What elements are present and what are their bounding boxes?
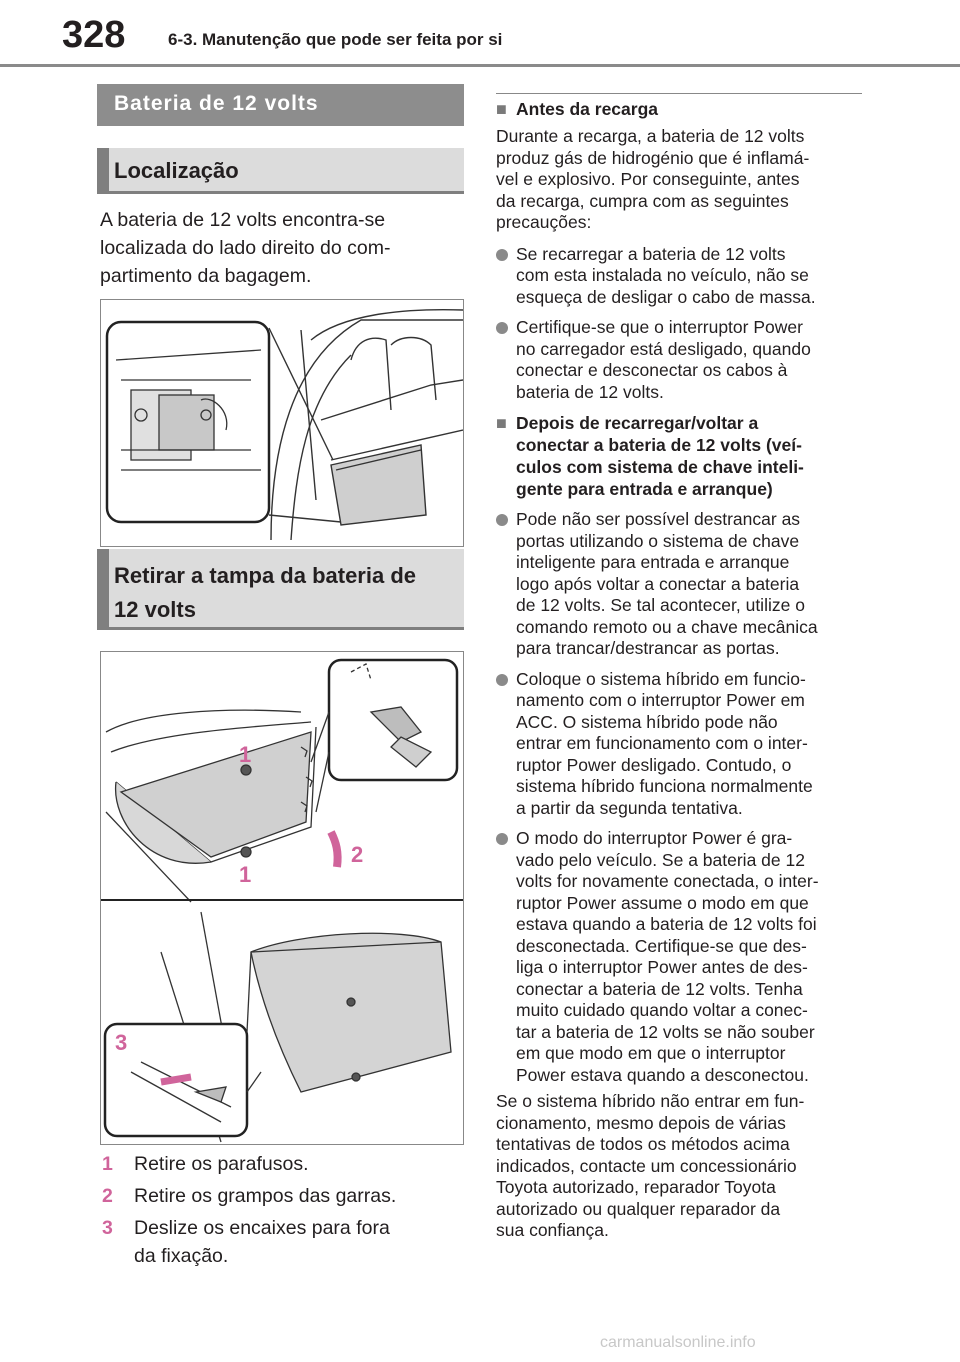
round-bullet-icon — [496, 248, 508, 261]
trunk-battery-drawing — [105, 309, 463, 541]
bullet-power-mode: O modo do interruptor Power é gra-vado p… — [496, 828, 862, 1086]
figure-label-2: 2 — [351, 842, 363, 867]
step-1: 1 Retire os parafusos. — [100, 1150, 460, 1178]
column-divider — [496, 93, 862, 94]
location-heading: Localização — [97, 148, 464, 194]
before-charging-paragraph: Durante a recarga, a bateria de 12 volts… — [496, 126, 810, 232]
before-charging-heading: ■ Antes da recarga — [496, 99, 659, 119]
figure-label-1b: 1 — [239, 862, 251, 887]
contact-dealer-paragraph: Se o sistema híbrido não entrar em fun-c… — [496, 1091, 805, 1240]
remove-heading-line: Retirar a tampa da bateria de — [114, 563, 417, 588]
step-text: Retire os parafusos. — [134, 1153, 309, 1175]
header-divider — [0, 64, 960, 67]
intro-paragraph: A bateria de 12 volts encontra-se locali… — [100, 206, 460, 290]
battery-location-illustration — [100, 299, 464, 547]
step-number: 1 — [102, 1153, 113, 1175]
step-number: 2 — [102, 1185, 113, 1207]
step-text-line: da fixação. — [134, 1245, 229, 1267]
round-bullet-icon — [496, 322, 508, 334]
main-title: Bateria de 12 volts — [97, 84, 464, 126]
section-title: 6-3. Manutenção que pode ser feita por s… — [168, 30, 503, 49]
intro-line: partimento da bagagem. — [100, 265, 312, 287]
cover-removal-drawing: 1 1 2 3 — [101, 658, 463, 1143]
figure-label-3: 3 — [115, 1030, 127, 1055]
step-number: 3 — [102, 1217, 113, 1239]
square-bullet-icon: ■ — [496, 99, 507, 119]
step-2: 2 Retire os grampos das garras. — [100, 1182, 460, 1210]
square-bullet-icon: ■ — [496, 413, 507, 433]
round-bullet-icon — [496, 673, 508, 686]
step-text: Retire os grampos das garras. — [134, 1185, 397, 1207]
step-text: Deslize os encaixes para fora da fixação… — [134, 1214, 390, 1270]
remove-heading-line: 12 volts — [114, 597, 196, 622]
cover-removal-illustration: 1 1 2 3 — [100, 651, 464, 1145]
step-text-line: Deslize os encaixes para fora — [134, 1217, 390, 1239]
round-bullet-icon — [496, 833, 508, 845]
round-bullet-icon — [496, 514, 508, 526]
right-column: ■ Antes da recarga Durante a recarga, a … — [496, 90, 862, 1242]
step-3: 3 Deslize os encaixes para fora da fixaç… — [100, 1214, 460, 1270]
intro-line: A bateria de 12 volts encontra-se — [100, 209, 386, 231]
watermark: carmanualsonline.info — [600, 1334, 756, 1351]
page-number: 328 — [62, 14, 126, 56]
figure-label-1: 1 — [239, 742, 251, 767]
bullet-hybrid-start: Coloque o sistema híbrido em funcio-name… — [496, 669, 862, 820]
removal-steps: 1 Retire os parafusos. 2 Retire os gramp… — [100, 1150, 460, 1270]
intro-line: localizada do lado direito do com- — [100, 237, 391, 259]
remove-cover-heading: Retirar a tampa da bateria de 12 volts — [97, 549, 464, 630]
